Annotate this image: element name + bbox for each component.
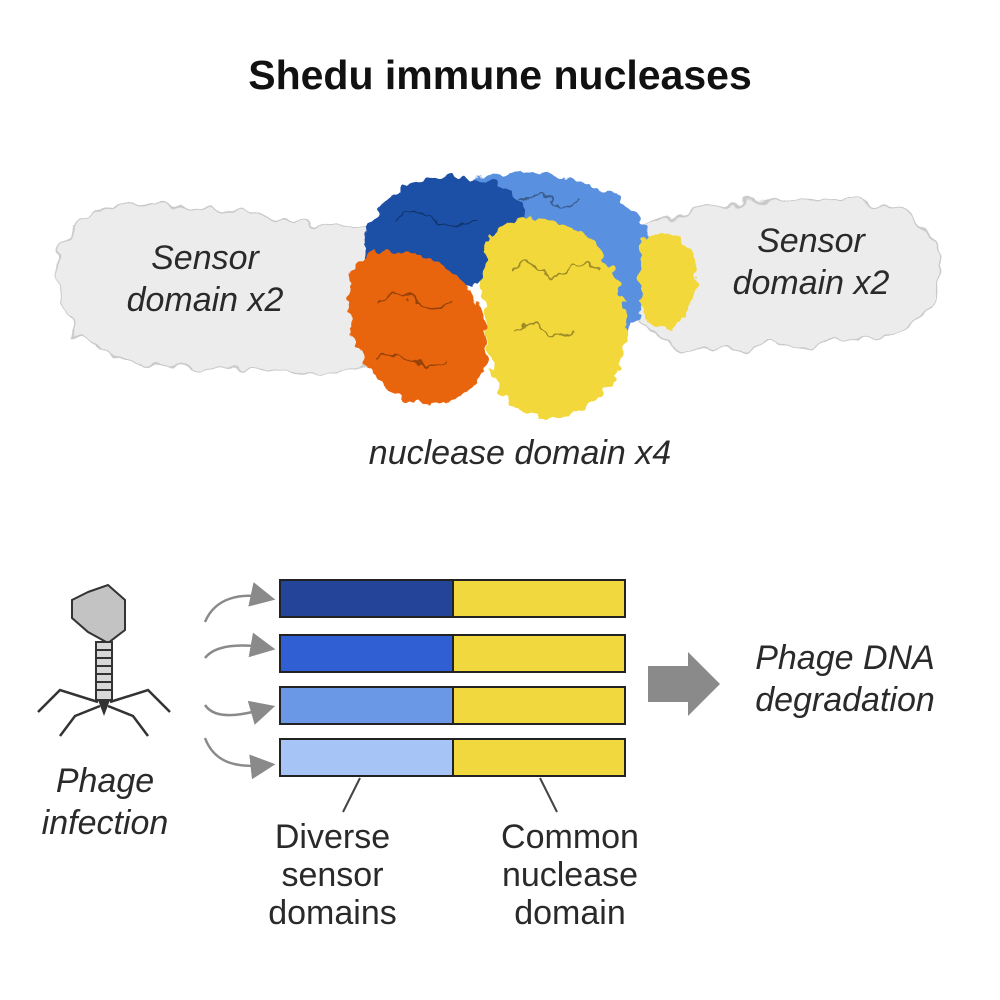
sensor-domain-right-silhouette bbox=[639, 198, 942, 351]
nuclease-bar-4 bbox=[452, 738, 626, 777]
nuclease-bar-1 bbox=[452, 579, 626, 618]
nuclease-caption-line-1: Common bbox=[501, 818, 639, 856]
curved-arrow-icon bbox=[203, 582, 276, 780]
density-orange-subunit bbox=[347, 251, 487, 405]
sensor-bar-1 bbox=[279, 579, 454, 618]
density-texture bbox=[374, 194, 601, 366]
nuclease-bar-2 bbox=[452, 634, 626, 673]
nuclease-bar-3 bbox=[452, 686, 626, 725]
nuclease-domain-label: nuclease domain x4 bbox=[368, 434, 672, 472]
density-yellow-subunit bbox=[483, 218, 626, 418]
sensor-caption-line-2: sensor bbox=[281, 856, 384, 894]
sensor-caption-line-1: Diverse bbox=[274, 818, 391, 856]
domain-bars bbox=[279, 579, 626, 777]
result-label-line-2: degradation bbox=[755, 681, 935, 719]
nuclease-caption-line-3: domain bbox=[514, 894, 626, 932]
sensor-bar-4 bbox=[279, 738, 454, 777]
figure-title: Shedu immune nucleases bbox=[248, 52, 752, 98]
caption-leader-lines bbox=[342, 777, 558, 813]
sensor-left-line-2: domain x2 bbox=[126, 281, 284, 319]
sensor-domain-left-label: Sensor domain x2 bbox=[100, 237, 310, 321]
phage-infection-label: Phage infection bbox=[15, 760, 195, 844]
sensor-bar-3 bbox=[279, 686, 454, 725]
phage-label-line-1: Phage bbox=[55, 762, 155, 800]
diverse-sensor-domains-caption: Diverse sensor domains bbox=[235, 818, 430, 932]
density-yellow-small-subunit bbox=[640, 234, 698, 330]
result-label-line-1: Phage DNA bbox=[755, 639, 935, 677]
phage-dna-degradation-label: Phage DNA degradation bbox=[725, 637, 965, 721]
sensor-right-line-2: domain x2 bbox=[732, 264, 890, 302]
sensor-domain-right-label: Sensor domain x2 bbox=[706, 220, 916, 304]
sensor-right-line-1: Sensor bbox=[757, 222, 865, 260]
phage-label-line-2: infection bbox=[41, 804, 169, 842]
block-arrow-icon bbox=[648, 652, 720, 716]
nuclease-density-map bbox=[347, 172, 698, 418]
sensor-bar-2 bbox=[279, 634, 454, 673]
sensor-left-line-1: Sensor bbox=[151, 239, 259, 277]
bacteriophage-icon bbox=[37, 583, 171, 737]
nuclease-caption-line-2: nuclease bbox=[501, 856, 639, 894]
sensor-caption-line-3: domains bbox=[268, 894, 397, 932]
common-nuclease-domain-caption: Common nuclease domain bbox=[470, 818, 670, 932]
sensor-domain-left-silhouette bbox=[58, 202, 376, 373]
